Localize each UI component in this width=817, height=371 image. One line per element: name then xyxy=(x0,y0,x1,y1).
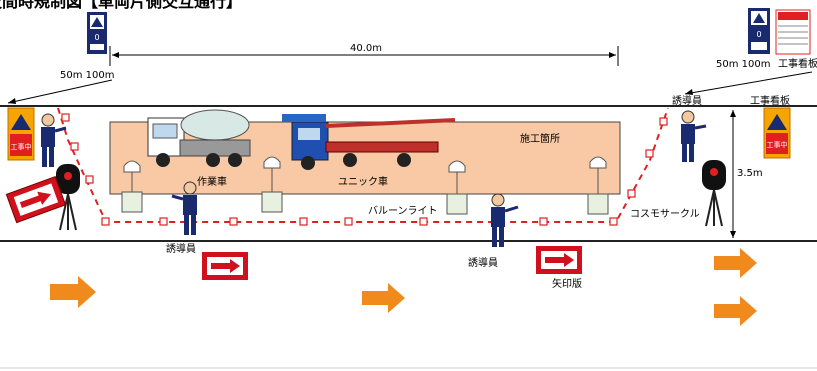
arrow-board-icon xyxy=(536,246,582,274)
left-distance-arrow xyxy=(8,98,16,104)
work-area-label: 施工箇所 xyxy=(520,132,560,145)
work-vehicle-label: 作業車 xyxy=(197,175,227,188)
balloon-light-icon xyxy=(446,160,468,215)
unic-vehicle-label: ユニック車 xyxy=(338,175,388,188)
right-distance-label: 50m 100m xyxy=(716,59,770,70)
flow-arrow-icon xyxy=(714,248,757,278)
work-sign-road-label: 工事看板 xyxy=(750,94,790,107)
guard-icon xyxy=(491,193,519,247)
flow-arrow-icon xyxy=(50,276,96,308)
guard-icon xyxy=(681,110,707,162)
arrow-board-label: 矢印版 xyxy=(552,277,582,290)
left-distance-label: 50m 100m xyxy=(60,70,114,81)
left-distance-line xyxy=(7,79,113,104)
crane-truck-icon xyxy=(282,114,456,170)
guard-left-label: 誘導員 xyxy=(166,242,196,255)
right-distance-arrow xyxy=(685,89,693,95)
balloon-light-icon xyxy=(587,156,609,215)
balloon-light-icon xyxy=(261,156,283,213)
cones xyxy=(61,113,668,226)
diagram-title: 夜間時規制図【車両片側交互通行】 xyxy=(0,0,242,11)
traffic-light-icon xyxy=(702,160,726,227)
left-arrow-board xyxy=(5,176,67,224)
balloon-light-label: バルーンライト xyxy=(368,205,438,217)
guard-center-label: 誘導員 xyxy=(468,256,498,269)
truck-icon xyxy=(147,109,251,167)
guard-top-right-label: 誘導員 xyxy=(672,94,702,107)
traffic-flow-arrows xyxy=(50,248,757,326)
right-road-sign: 工事中 xyxy=(763,107,791,159)
guard-icon xyxy=(171,181,197,235)
flow-arrow-icon xyxy=(714,296,757,326)
work-sign-top-label: 工事看板 xyxy=(778,57,817,70)
left-road-sign-text: 工事中 xyxy=(11,142,32,151)
right-sign-number: 0 xyxy=(756,30,761,39)
balloon-light-icon xyxy=(121,160,143,213)
flow-arrow-icon xyxy=(362,283,405,313)
right-distance-line xyxy=(684,71,813,95)
right-road-sign-text: 工事中 xyxy=(767,140,788,149)
traffic-light-icon xyxy=(56,164,80,231)
dim-40m-arrow-left xyxy=(112,52,119,58)
right-top-sign: 0 xyxy=(748,8,811,55)
left-road-sign: 工事中 xyxy=(7,107,35,161)
dim-3-5m-arrow-top xyxy=(730,110,736,117)
dim-3-5m-label: 3.5m xyxy=(737,168,763,179)
dim-40m-label: 40.0m xyxy=(350,43,382,54)
left-sign-number: 0 xyxy=(94,33,99,42)
left-top-sign: 0 xyxy=(87,12,107,54)
guard-icon xyxy=(41,113,67,167)
dim-40m-arrow-right xyxy=(609,52,616,58)
arrow-board-icon xyxy=(202,252,248,280)
cosmo-circle-label: コスモサークル xyxy=(630,208,700,220)
dim-3-5m-arrow-bottom xyxy=(730,231,736,238)
